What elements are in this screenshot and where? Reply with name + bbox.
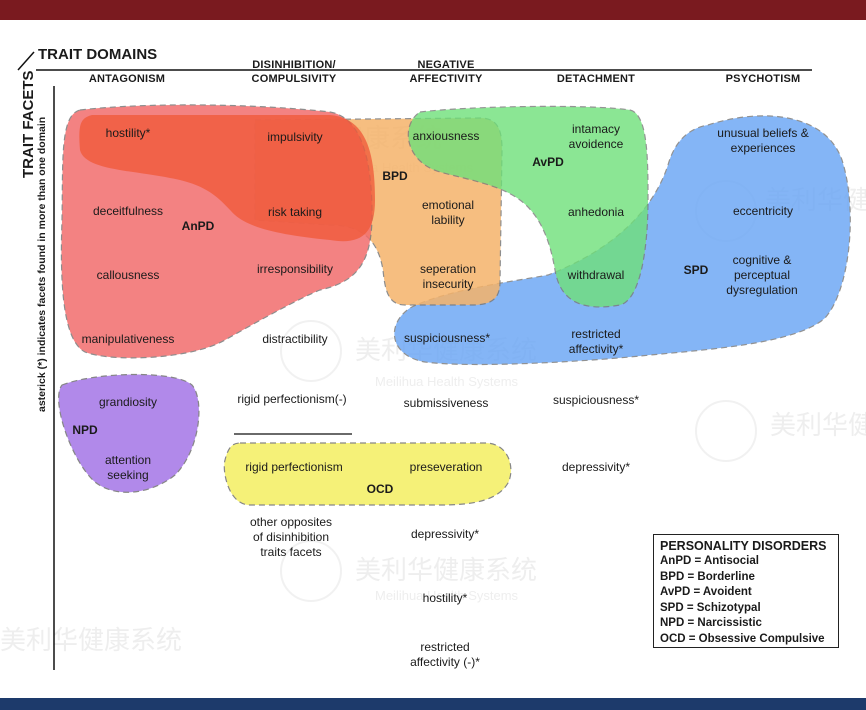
watermark-seal-icon	[280, 540, 342, 602]
legend-item-npd: NPD = Narcissistic	[660, 617, 762, 629]
legend-item-spd: SPD = Schizotypal	[660, 601, 761, 614]
facet-eccentricity: eccentricity	[732, 204, 794, 218]
facet-rigid-perfectionism: rigid perfectionism	[245, 460, 343, 474]
watermark-text: 美利华健康系统	[770, 411, 866, 441]
facet-distractibility: distractibility	[262, 332, 328, 346]
watermark-text: 美利华健康系统	[0, 626, 183, 656]
facet-hostility: hostility*	[105, 126, 151, 140]
facet-deceitfulness: deceitfulness	[92, 204, 164, 218]
legend-title: PERSONALITY DISORDERS	[660, 539, 827, 553]
domain-header-negative-affectivity: NEGATIVE AFFECTIVITY	[409, 59, 483, 85]
asterisk-note: asterick (*) indicates facets found in m…	[36, 116, 48, 412]
legend-item-ocd: OCD = Obsessive Compulsive	[660, 632, 825, 645]
facet-depressivity-det: depressivity*	[561, 460, 631, 474]
facet-irresponsibility: irresponsibility	[256, 262, 334, 276]
facet-preseveration: preseveration	[409, 460, 483, 474]
facet-callousness: callousness	[96, 268, 160, 282]
facet-restricted-affectivity-negative: restricted affectivity (-)*	[410, 640, 480, 669]
facet-manipulativeness: manipulativeness	[81, 332, 175, 346]
label-ocd: OCD	[366, 482, 394, 496]
domain-header-psychotism: PSYCHOTISM	[725, 73, 801, 85]
bottom-banner	[0, 698, 866, 710]
watermark-text: 美利华健康系统	[355, 556, 538, 586]
facet-anxiousness: anxiousness	[412, 129, 480, 143]
watermark-seal-icon	[280, 320, 342, 382]
facet-seperation-insecurity: seperation insecurity	[419, 262, 477, 291]
watermark-subtext: Meilihua Health Systems	[375, 588, 519, 603]
facet-suspiciousness-na: suspiciousness*	[403, 331, 491, 345]
legend-item-bpd: BPD = Borderline	[660, 570, 755, 583]
avpd-region	[407, 105, 649, 308]
chart-title: TRAIT DOMAINS	[38, 46, 158, 63]
facet-other-opposites: other opposites of disinhibition traits …	[249, 515, 333, 559]
facet-suspiciousness-det: suspiciousness*	[552, 393, 640, 407]
facet-intimacy-avoidance: intamacy avoidence	[568, 122, 624, 151]
facet-submissiveness: submissiveness	[403, 396, 489, 410]
facet-rigid-perfectionism-negative: rigid perfectionism(-)	[237, 392, 347, 406]
legend-box: PERSONALITY DISORDERS AnPD = Antisocial …	[653, 534, 839, 648]
domain-header-detachment: DETACHMENT	[556, 73, 636, 85]
watermark-seal-icon	[695, 400, 757, 462]
facet-depressivity-na: depressivity*	[410, 527, 480, 541]
facet-grandiosity: grandiosity	[98, 395, 158, 409]
legend-item-anpd: AnPD = Antisocial	[660, 555, 759, 567]
facet-attention-seeking: attention seeking	[104, 453, 152, 482]
npd-region	[58, 373, 200, 493]
facet-unusual-beliefs: unusual beliefs & experiences	[717, 126, 809, 155]
legend-item-avpd: AvPD = Avoident	[660, 586, 752, 598]
label-npd: NPD	[72, 423, 98, 437]
top-banner	[0, 0, 866, 20]
facet-emotional-lability: emotional lability	[421, 198, 475, 227]
label-bpd: BPD	[382, 169, 408, 183]
facet-impulsivity: impulsivity	[267, 130, 323, 144]
facet-anhedonia: anhedonia	[567, 205, 625, 219]
facet-withdrawal: withdrawal	[567, 268, 625, 282]
domain-header-disinhibition: DISINHIBITION/ COMPULSIVITY	[251, 59, 337, 85]
label-anpd: AnPD	[181, 219, 215, 233]
facet-restricted-affectivity: restricted affectivity*	[568, 327, 624, 356]
trait-facets-title: TRAIT FACETS	[20, 70, 37, 179]
label-avpd: AvPD	[532, 155, 564, 169]
ocd-region	[223, 442, 512, 506]
hostility-impulsivity-overlap	[79, 115, 375, 242]
facet-risk-taking: risk taking	[267, 205, 323, 219]
facet-hostility-na: hostility*	[422, 591, 468, 605]
label-spd: SPD	[683, 263, 709, 277]
watermark-subtext: Meilihua Health Systems	[375, 374, 519, 389]
facet-cognitive-dysregulation: cognitive & perceptual dysregulation	[726, 253, 798, 297]
domain-header-antagonism: ANTAGONISM	[88, 73, 166, 85]
